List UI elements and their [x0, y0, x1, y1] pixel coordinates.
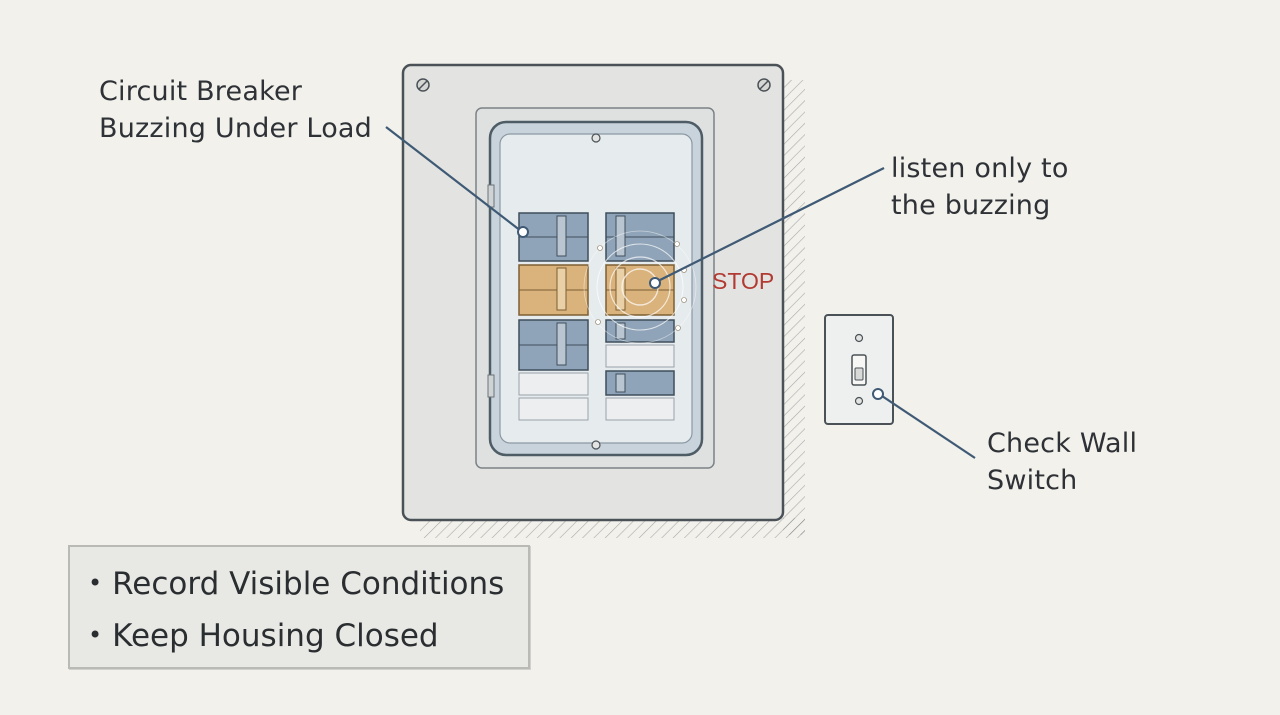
callout-line: listen only to — [891, 153, 1069, 184]
empty-slot — [605, 397, 675, 421]
leader-line-listen — [655, 167, 885, 283]
callout-line: Circuit Breaker — [99, 76, 303, 107]
note-item: Record Visible Conditions — [88, 559, 528, 611]
wall-switch — [824, 314, 894, 425]
empty-slot — [605, 344, 675, 368]
breaker — [518, 212, 589, 262]
screw-icon — [416, 78, 430, 92]
callout-wall-switch: Check Wall Switch — [987, 425, 1137, 499]
buzzing-sound-icon — [583, 230, 697, 344]
note-item: Keep Housing Closed — [88, 611, 528, 663]
leader-dots — [517, 226, 884, 400]
breaker — [605, 319, 675, 343]
screw-icon — [757, 78, 771, 92]
stop-label: STOP — [712, 268, 775, 294]
panel-shadow — [420, 80, 805, 538]
breaker-buzzing — [605, 264, 675, 316]
breaker — [605, 370, 675, 396]
empty-slot — [518, 372, 589, 396]
callout-line: Check Wall — [987, 428, 1138, 459]
callout-line: the buzzing — [891, 190, 1051, 221]
leader-line-switch — [878, 393, 976, 459]
breaker-highlighted — [518, 264, 589, 316]
callout-breaker-buzzing: Circuit Breaker Buzzing Under Load — [99, 73, 372, 147]
breaker — [605, 212, 675, 262]
breaker-column-right — [605, 212, 675, 421]
leader-lines — [385, 126, 976, 459]
callout-line: Buzzing Under Load — [99, 113, 372, 144]
notes-box: Record Visible Conditions Keep Housing C… — [68, 545, 530, 669]
notes-list: Record Visible Conditions Keep Housing C… — [70, 547, 528, 663]
leader-line-breaker — [385, 126, 522, 232]
breaker-column-left — [518, 212, 589, 421]
callout-listen: listen only to the buzzing — [891, 150, 1069, 224]
breaker — [518, 319, 589, 371]
buzzing-sound-dots — [595, 241, 687, 331]
empty-slot — [518, 397, 589, 421]
callout-line: Switch — [987, 465, 1078, 496]
